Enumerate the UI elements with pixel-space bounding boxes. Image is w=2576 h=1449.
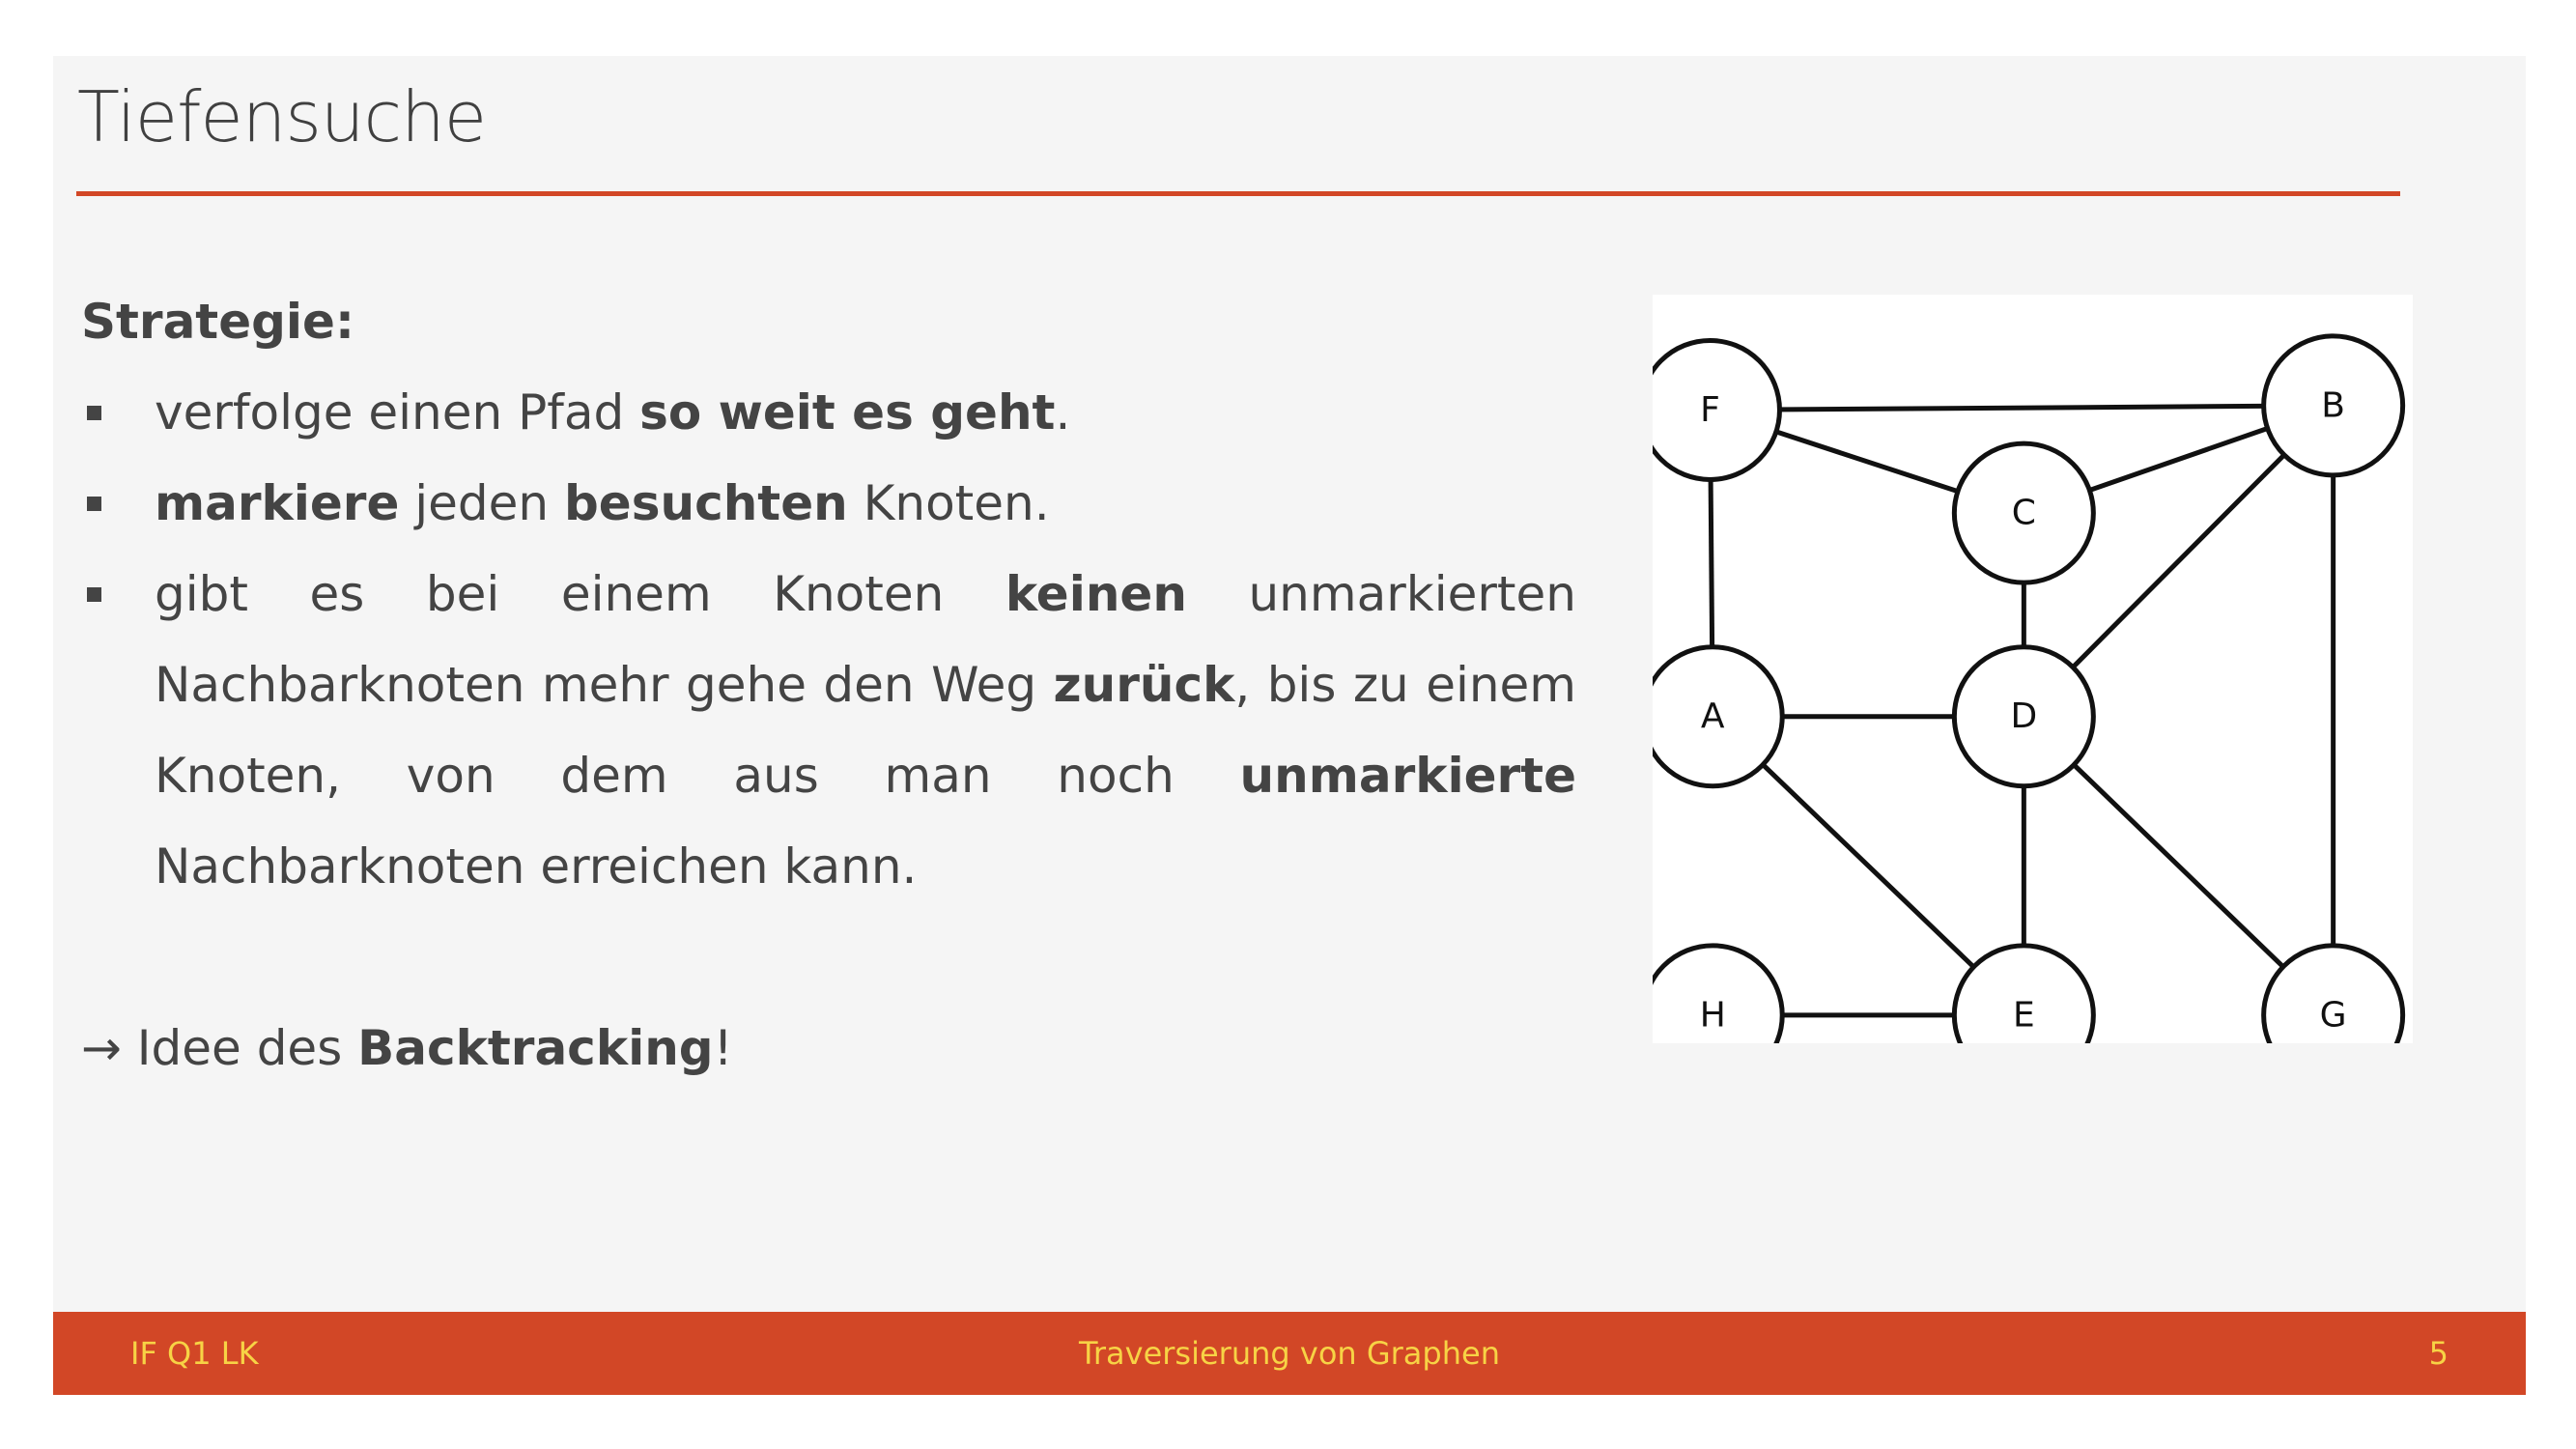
node-circle: [1653, 337, 1782, 482]
bullet-text: unmarkierten Nachbarknoten mehr gehe den…: [155, 566, 1576, 713]
node-label: C: [2012, 494, 2036, 533]
node-label: B: [2321, 385, 2345, 425]
bullet-emphasis: zurück: [1053, 657, 1235, 713]
bullet-item-backtrack: gibt es bei einem Knoten keinen unmarkie…: [81, 549, 1576, 912]
graph-node-b: B: [2261, 333, 2406, 478]
graph-node-h: H: [1653, 943, 1785, 1043]
node-label: A: [1701, 696, 1725, 736]
graph-node-a: A: [1653, 644, 1785, 789]
bullet-text: verfolge einen Pfad: [155, 384, 640, 440]
conclusion-line: → Idee des Backtracking!: [81, 1003, 1576, 1094]
graph-node-e: E: [1951, 943, 2096, 1043]
node-circle: [1951, 644, 2096, 789]
bullet-emphasis: so weit es geht: [639, 384, 1056, 440]
bullet-item-follow-path: verfolge einen Pfad so weit es geht.: [81, 367, 1576, 458]
node-circle: [1653, 943, 1785, 1043]
conclusion-emphasis: Backtracking: [357, 1020, 714, 1076]
bullet-text: Nachbarknoten erreichen kann.: [155, 838, 918, 895]
graph-nodes: F B C A D H E G: [1653, 333, 2406, 1043]
title-divider: [76, 191, 2400, 196]
conclusion-text: !: [713, 1020, 733, 1076]
node-label: F: [1700, 390, 1720, 430]
bullet-text: , bis zu einem Knoten, von dem aus man n…: [155, 657, 1576, 804]
bullet-emphasis: besuchten: [564, 475, 848, 531]
footer-course: IF Q1 LK: [130, 1335, 259, 1372]
conclusion-text: → Idee des: [81, 1020, 358, 1076]
node-circle: [2261, 333, 2406, 478]
node-label: G: [2320, 995, 2347, 1035]
footer-bar: IF Q1 LK Traversierung von Graphen 5: [53, 1312, 2526, 1395]
bullet-item-mark-node: markiere jeden besuchten Knoten.: [81, 458, 1576, 549]
graph-node-d: D: [1951, 644, 2096, 789]
graph-diagram: F B C A D H E G: [1653, 295, 2413, 1043]
bullet-text: gibt es bei einem Knoten: [155, 566, 1005, 622]
node-circle: [1951, 943, 2096, 1043]
footer-topic: Traversierung von Graphen: [1079, 1335, 1500, 1372]
strategy-heading: Strategie:: [81, 294, 354, 350]
node-circle: [1653, 644, 1785, 789]
node-circle: [1951, 440, 2096, 585]
slide-title: Tiefensuche: [77, 76, 487, 157]
node-label: H: [1700, 995, 1726, 1035]
node-label: E: [2013, 995, 2035, 1035]
edge-d-b: [2022, 404, 2335, 719]
footer-page-number: 5: [2428, 1335, 2449, 1372]
graph-node-c: C: [1951, 440, 2096, 585]
bullet-emphasis: keinen: [1005, 566, 1187, 622]
edge-f-b: [1710, 403, 2334, 412]
slide-content: Strategie: verfolge einen Pfad so weit e…: [81, 276, 1576, 1094]
bullet-text: .: [1055, 384, 1071, 440]
graph-node-f: F: [1653, 337, 1782, 482]
strategy-list: verfolge einen Pfad so weit es geht. mar…: [81, 367, 1576, 912]
node-circle: [2261, 943, 2406, 1043]
bullet-emphasis: markiere: [155, 475, 400, 531]
graph-svg: F B C A D H E G: [1653, 333, 2406, 1043]
graph-node-g: G: [2261, 943, 2406, 1043]
bullet-emphasis: unmarkierte: [1239, 748, 1576, 804]
bullet-text: Knoten.: [847, 475, 1050, 531]
bullet-text: jeden: [399, 475, 565, 531]
node-label: D: [2010, 696, 2037, 736]
